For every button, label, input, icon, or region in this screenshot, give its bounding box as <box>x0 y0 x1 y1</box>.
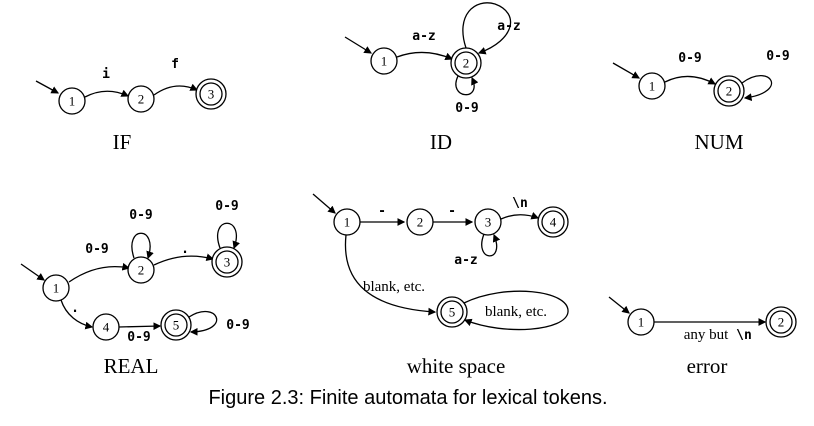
automaton-name: NUM <box>694 130 743 154</box>
state-1-circle <box>58 87 86 115</box>
state-2-self-loop-label: 0-9 <box>129 208 152 223</box>
state-5-label: 5 <box>173 318 180 333</box>
transition-1-2-label: a-z <box>412 29 435 44</box>
transition-1-4-label: . <box>71 301 79 316</box>
transition-4-5-label: 0-9 <box>127 330 150 345</box>
transition-1-2-label-code: \n <box>736 328 752 343</box>
state-3-circle-inner <box>199 82 223 106</box>
state-2-circle <box>127 85 155 113</box>
automaton-num: 1 0-9 2 0-9 NUM <box>612 49 790 154</box>
state-2-circle-inner <box>769 310 793 334</box>
transition-1-2-label: 0-9 <box>678 51 701 66</box>
transition-1-2-label: 0-9 <box>85 242 108 257</box>
automaton-name: IF <box>113 130 132 154</box>
state-5-circle-inner <box>440 300 464 324</box>
state-1-label: 1 <box>381 54 388 69</box>
state-5-self-loop-label: blank, etc. <box>485 304 547 320</box>
self-loop-arrow <box>741 75 773 101</box>
automaton-name: REAL <box>104 354 159 378</box>
state-2-circle-inner <box>717 79 741 103</box>
transition-3-4-arrow <box>500 212 540 220</box>
transition-2-3-label: . <box>181 242 189 257</box>
transition-2-3-label: f <box>171 57 179 72</box>
automaton-name: error <box>687 354 728 378</box>
state-3-self-loop-arrow <box>217 222 240 250</box>
transition-2-3-label: - <box>448 204 456 219</box>
transition-1-4-arrow <box>60 299 94 330</box>
state-5-self-loop-arrow <box>463 290 569 331</box>
automaton-error: 1 any but \n 2 error <box>608 296 797 378</box>
state-1-label: 1 <box>344 215 351 230</box>
state-3-self-loop-arrow <box>481 233 501 257</box>
state-1-circle <box>42 274 70 302</box>
state-4-label: 4 <box>550 215 557 230</box>
automaton-whitespace: 1 - 2 - 3 a-z \n 4 blank, etc. 5 blank, … <box>312 193 569 378</box>
start-arrow <box>344 36 372 54</box>
transition-1-2-arrow <box>84 89 130 98</box>
state-2-label: 2 <box>417 215 424 230</box>
transition-1-2-label: - <box>378 204 386 219</box>
state-4-circle-inner <box>541 210 565 234</box>
start-arrow <box>20 263 45 281</box>
state-4-label: 4 <box>103 320 110 335</box>
state-2-label: 2 <box>726 84 733 99</box>
state-1-circle <box>638 72 666 100</box>
automaton-real: 1 0-9 2 0-9 . 3 0-9 . 4 0-9 5 0-9 REA <box>20 199 250 378</box>
self-loop-top-label: a-z <box>497 19 520 34</box>
transition-1-2-label-text: any but <box>684 327 729 343</box>
state-5-self-loop-arrow <box>188 311 218 336</box>
transition-4-5-arrow <box>118 322 162 331</box>
state-3-circle-inner <box>215 250 239 274</box>
state-1-label: 1 <box>649 79 656 94</box>
transition-1-2-label: i <box>102 67 110 82</box>
state-2-label: 2 <box>138 92 145 107</box>
state-3-self-loop-label: 0-9 <box>215 199 238 214</box>
transition-1-2-arrow <box>396 51 454 60</box>
state-2-self-loop-arrow <box>131 232 154 260</box>
state-3-self-loop-label: a-z <box>454 253 477 268</box>
start-arrow <box>608 296 630 314</box>
self-loop-bottom-label: 0-9 <box>455 101 478 116</box>
state-3-label: 3 <box>208 87 215 102</box>
state-3-label: 3 <box>224 255 231 270</box>
transition-1-2-arrow <box>664 75 717 85</box>
figure-caption: Figure 2.3: Finite automata for lexical … <box>208 387 607 409</box>
transition-2-3-arrow <box>153 253 215 266</box>
state-3-label: 3 <box>485 215 492 230</box>
state-1-label: 1 <box>638 315 645 330</box>
automaton-id: 1 a-z 2 a-z 0-9 ID <box>344 2 521 154</box>
transition-1-5-label: blank, etc. <box>363 279 425 295</box>
automaton-name: ID <box>430 130 452 154</box>
state-5-self-loop-label: 0-9 <box>226 318 249 333</box>
state-5-label: 5 <box>449 305 456 320</box>
transition-1-5-arrow <box>344 234 437 316</box>
automaton-if: 1 i 2 f 3 IF <box>35 57 227 154</box>
state-2-circle <box>127 256 155 284</box>
state-2-circle-inner <box>454 51 478 75</box>
state-5-circle-inner <box>164 313 188 337</box>
state-1-label: 1 <box>53 281 60 296</box>
state-2-label: 2 <box>138 263 145 278</box>
automaton-name: white space <box>407 354 506 378</box>
transition-1-2-arrow <box>68 262 131 283</box>
start-arrow <box>612 62 641 79</box>
start-arrow <box>35 80 60 94</box>
self-loop-top-arrow <box>462 2 512 55</box>
state-1-circle <box>370 47 398 75</box>
state-2-label: 2 <box>778 315 785 330</box>
state-2-label: 2 <box>463 56 470 71</box>
state-3-circle <box>474 208 502 236</box>
self-loop-label: 0-9 <box>766 49 789 64</box>
self-loop-bottom-arrow <box>455 75 479 96</box>
transition-3-4-label: \n <box>512 196 528 211</box>
start-arrow <box>312 193 336 214</box>
state-1-label: 1 <box>69 94 76 109</box>
transition-2-3-arrow <box>153 83 199 96</box>
